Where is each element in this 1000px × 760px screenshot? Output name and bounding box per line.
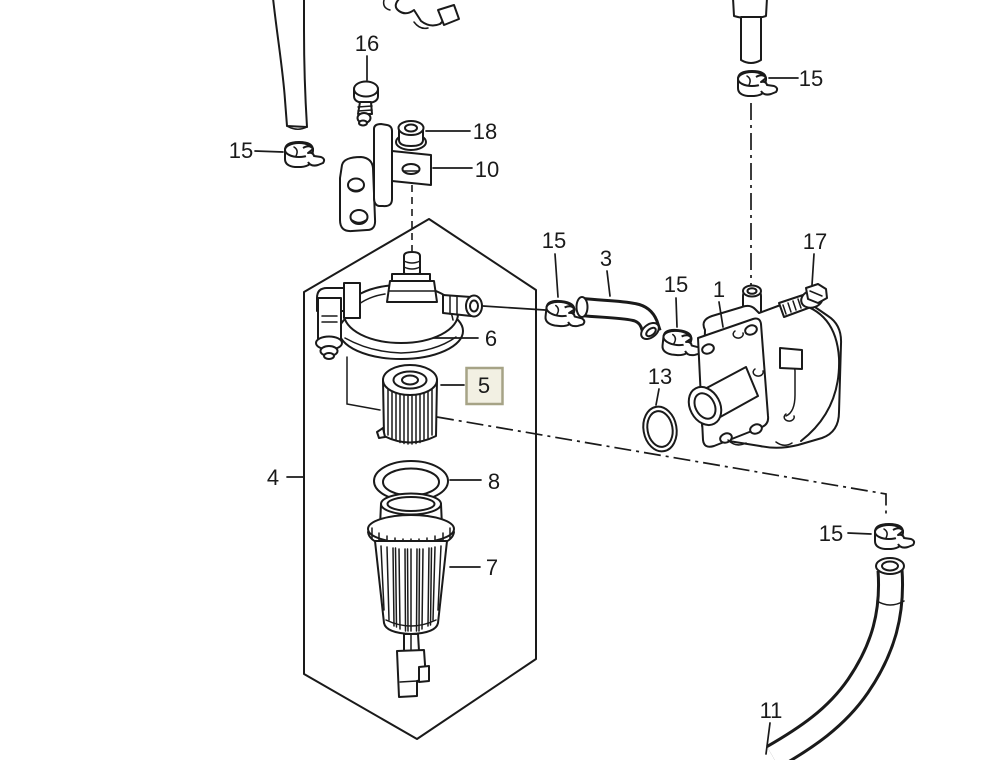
part-filter-cup-7	[367, 492, 455, 698]
part-bracket-10	[339, 123, 432, 233]
part-o-ring-8	[373, 460, 449, 502]
callout-clamp-hose-upper-right[interactable]: 15	[799, 66, 823, 91]
callout-pump-1[interactable]: 1	[713, 277, 725, 302]
part-nut-18	[395, 120, 427, 151]
hose-clamp-icon	[737, 70, 779, 97]
callout-o-ring-8[interactable]: 8	[488, 469, 500, 494]
part-fuel-pump-1	[687, 284, 843, 449]
leader-pump-1	[718, 301, 724, 328]
assembly-group-box	[303, 218, 537, 740]
part-filter-head-6	[315, 251, 483, 360]
part-filter-element-5	[376, 364, 438, 445]
hose-clamp-icon	[660, 327, 705, 359]
leader-hose-3	[606, 270, 611, 297]
part-fitting-16	[353, 80, 379, 127]
callout-filter-head-6[interactable]: 6	[485, 326, 497, 351]
leader-clamp-pump-inlet	[675, 297, 678, 328]
callout-clamp-top-left[interactable]: 15	[229, 138, 253, 163]
leader-clamp-filter-outlet	[554, 253, 559, 298]
hose-clamp-icon	[874, 523, 916, 550]
callout-filter-element-5[interactable]: 5	[478, 373, 490, 398]
callout-clamp-hose-lower[interactable]: 15	[819, 521, 843, 546]
hose-clamp-icon	[284, 141, 326, 168]
callout-filter-cup-7[interactable]: 7	[486, 555, 498, 580]
selected-part-highlight[interactable]	[465, 366, 504, 406]
callout-assembly-4[interactable]: 4	[267, 465, 279, 490]
part-fuel-hose-upper-left	[272, 0, 308, 130]
part-fuel-hose-upper-right	[732, 0, 768, 64]
callout-clamp-filter-outlet[interactable]: 15	[542, 228, 566, 253]
leader-o-ring-13	[655, 388, 660, 406]
callout-hose-11[interactable]: 11	[760, 698, 783, 723]
elbow-connection-line	[346, 356, 381, 411]
callout-bracket-10[interactable]: 10	[475, 157, 499, 182]
leader-hose-11	[765, 722, 771, 755]
callout-o-ring-13[interactable]: 13	[648, 364, 672, 389]
leader-clamp-top-left	[254, 150, 284, 153]
callout-clamp-pump-inlet[interactable]: 15	[664, 272, 688, 297]
leader-clamp-hose-lower	[847, 532, 872, 535]
callout-hose-3[interactable]: 3	[600, 246, 612, 271]
spring-clip-icon	[382, 0, 460, 30]
leader-bolt-17	[811, 253, 815, 286]
part-o-ring-13	[642, 405, 678, 453]
part-bolt-17	[778, 283, 828, 318]
callout-nut-18[interactable]: 18	[473, 119, 497, 144]
nipple-to-clamp-line	[482, 305, 546, 311]
part-fuel-hose-11	[766, 557, 905, 760]
phantom-line-filter-to-hose	[436, 416, 887, 517]
callout-fitting-16[interactable]: 16	[355, 31, 379, 56]
part-hose-3	[575, 296, 662, 341]
callout-bolt-17[interactable]: 17	[803, 229, 827, 254]
